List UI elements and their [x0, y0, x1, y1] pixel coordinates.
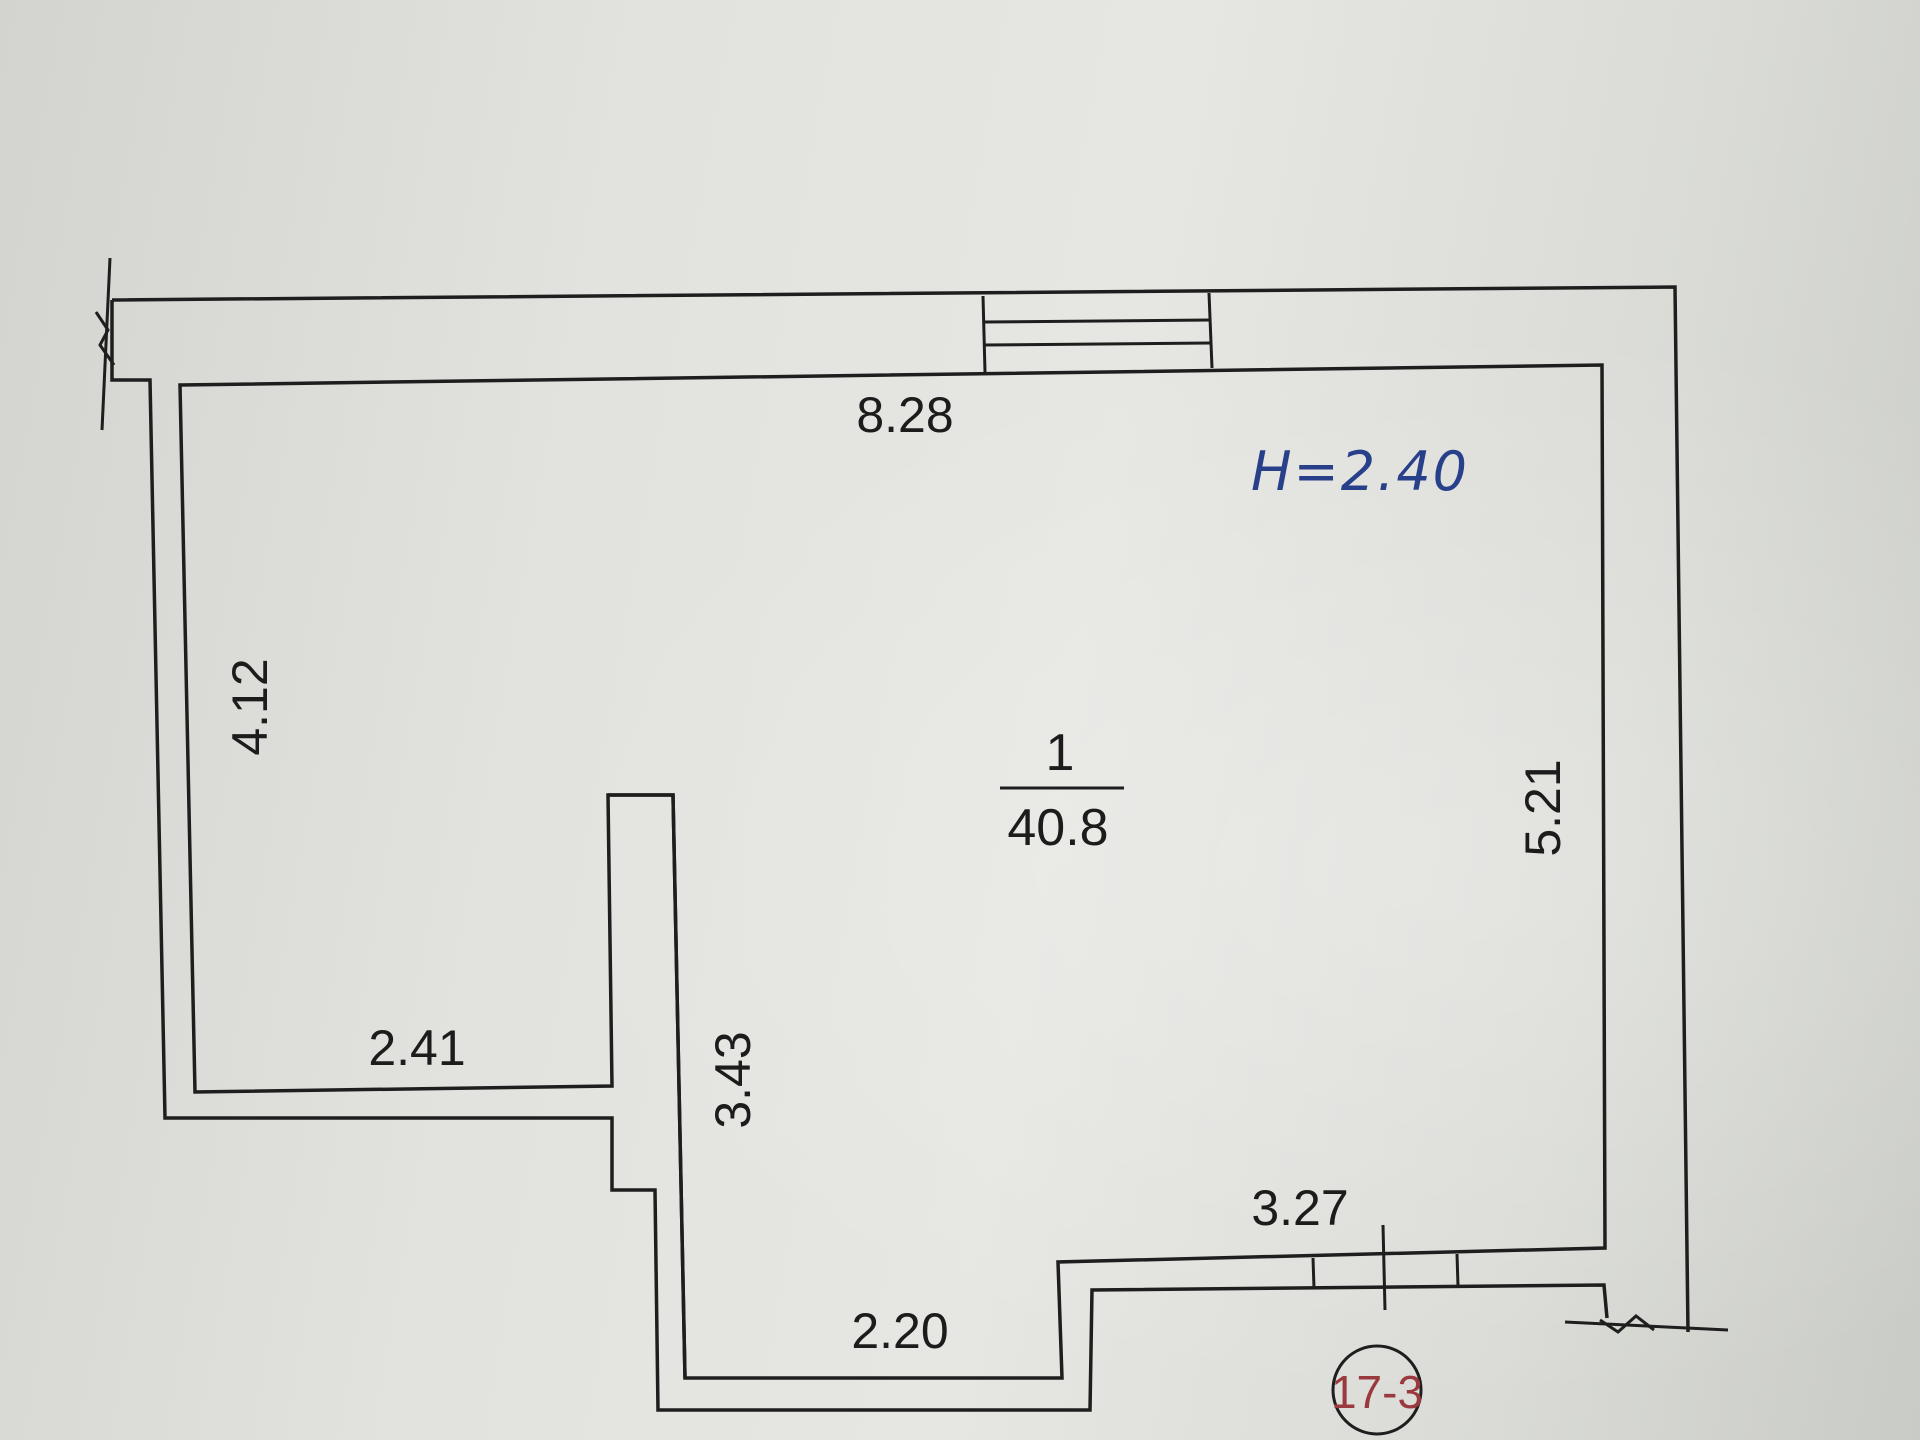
stamp-label: 17-3	[1331, 1366, 1423, 1418]
dim-bottom-right: 3.27	[1251, 1180, 1348, 1236]
window-top	[981, 292, 1214, 373]
dim-lower-left: 2.41	[368, 1020, 465, 1076]
dim-inner: 3.43	[705, 1031, 761, 1128]
room-area: 40.8	[1007, 799, 1108, 857]
room-number: 1	[1046, 724, 1075, 782]
outer-wall	[110, 285, 1690, 1412]
dim-bottom: 2.20	[851, 1303, 948, 1359]
door-bottom-right	[1311, 1224, 1460, 1311]
ceiling-height-note: H=2.40	[1251, 440, 1469, 503]
stamp-circle	[1331, 1344, 1423, 1436]
dim-right: 5.21	[1515, 759, 1571, 856]
partition-stub	[608, 793, 687, 1379]
inner-wall	[178, 363, 1607, 1380]
dim-left: 4.12	[222, 658, 278, 755]
dim-top: 8.28	[856, 387, 953, 443]
break-line-bottom-right	[1564, 1314, 1729, 1334]
break-line-top-left	[94, 257, 116, 431]
